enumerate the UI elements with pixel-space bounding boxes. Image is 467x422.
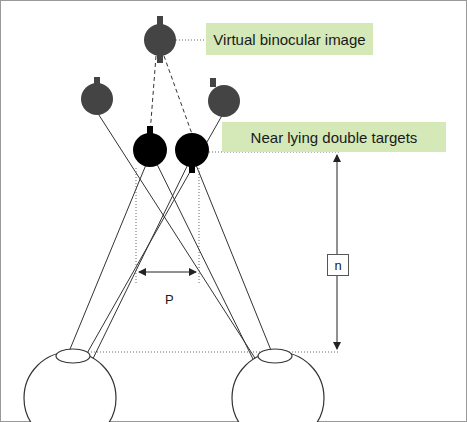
callout-text: n bbox=[334, 258, 341, 273]
dimension-label: P bbox=[163, 292, 176, 307]
callout-box: Near lying double targets bbox=[222, 122, 446, 152]
callout-box: Virtual binocular image bbox=[206, 23, 373, 55]
callout-text: Virtual binocular image bbox=[213, 31, 365, 48]
dimension-box: n bbox=[327, 254, 349, 276]
callout-text: Near lying double targets bbox=[251, 129, 418, 146]
